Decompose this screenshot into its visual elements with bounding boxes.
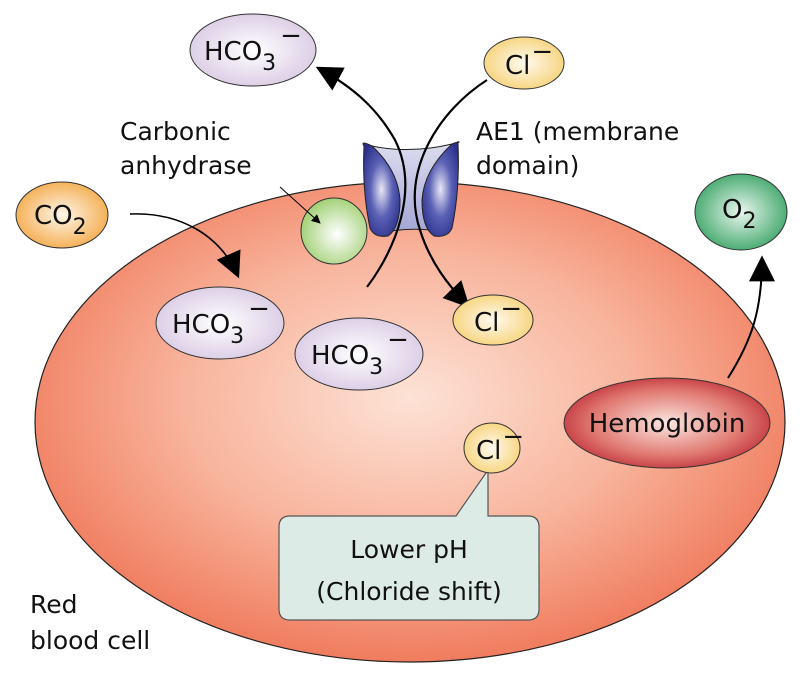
bicarbonate-inside-1: HCO3− xyxy=(155,286,285,360)
chloride-inside-2-sup: − xyxy=(502,422,524,452)
bicarbonate-outside: HCO3− xyxy=(189,13,317,87)
chloride-outside: Cl− xyxy=(483,36,565,90)
svg-text:HCO3−: HCO3− xyxy=(204,21,302,76)
bicarbonate-outside-sup: − xyxy=(280,21,302,51)
svg-text:HCO3−: HCO3− xyxy=(311,325,409,380)
carbonic-anhydrase-label-line-2: anhydrase xyxy=(120,151,252,180)
bicarbonate-outside-base: HCO xyxy=(204,37,262,67)
arrow-bicarbonate-export xyxy=(315,66,407,288)
bicarbonate-inside-2-sup: − xyxy=(387,325,409,355)
hemoglobin: Hemoglobin xyxy=(563,377,771,469)
o2-sub: 2 xyxy=(742,209,756,234)
svg-text:Cl−: Cl− xyxy=(505,37,553,81)
bicarbonate-inside-1-sub: 3 xyxy=(230,324,244,349)
bicarbonate-inside-1-base: HCO xyxy=(172,310,230,340)
chloride-outside-sup: − xyxy=(531,37,553,67)
transporter-right-lobe xyxy=(421,141,460,237)
carbon-dioxide: CO2 xyxy=(15,181,109,249)
bicarbonate-inside-2: HCO3− xyxy=(294,317,424,391)
svg-text:HCO3−: HCO3− xyxy=(172,294,270,349)
co2-sub: 2 xyxy=(73,215,87,240)
arrow-chloride-import xyxy=(413,79,488,308)
co2-base: CO xyxy=(34,201,73,231)
hemoglobin-label: Hemoglobin xyxy=(589,409,746,439)
ae1-label-line-2: domain) xyxy=(476,151,579,180)
ae1-label-line-1: AE1 (membrane xyxy=(476,117,679,146)
chloride-inside-1-sup: − xyxy=(500,294,522,324)
bicarbonate-outside-sub: 3 xyxy=(262,51,276,76)
svg-text:O2: O2 xyxy=(722,195,756,234)
bicarbonate-inside-2-sub: 3 xyxy=(369,355,383,380)
red-blood-cell-label-line-1: Red xyxy=(30,590,78,619)
arrow-co2-to-bicarbonate xyxy=(129,213,241,279)
arrow-hemoglobin-to-o2 xyxy=(727,255,775,379)
chloride-inside-2-base: Cl xyxy=(476,436,501,466)
arrow-carbonic-anhydrase-pointer xyxy=(279,186,321,224)
chloride-inside-1: Cl− xyxy=(452,294,534,346)
bicarbonate-inside-2-base: HCO xyxy=(311,341,369,371)
chloride-shift-callout: Lower pH (Chloride shift) xyxy=(278,468,540,621)
chloride-outside-base: Cl xyxy=(505,51,530,81)
ae1-transporter xyxy=(362,141,460,237)
svg-text:Cl−: Cl− xyxy=(476,422,524,466)
svg-text:Cl−: Cl− xyxy=(474,294,522,338)
red-blood-cell-label-line-2: blood cell xyxy=(30,626,150,655)
bicarbonate-inside-1-sup: − xyxy=(248,294,270,324)
callout-box xyxy=(278,468,540,621)
svg-text:CO2: CO2 xyxy=(34,201,87,240)
carbonic-anhydrase-enzyme xyxy=(300,197,368,265)
callout-line-2: (Chloride shift) xyxy=(316,577,501,606)
chloride-inside-1-base: Cl xyxy=(474,308,499,338)
callout-line-1: Lower pH xyxy=(350,535,468,564)
carbonic-anhydrase-label-line-1: Carbonic xyxy=(120,117,231,146)
transporter-left-lobe xyxy=(362,142,401,237)
o2-base: O xyxy=(722,195,742,225)
oxygen: O2 xyxy=(694,173,788,251)
chloride-inside-2: Cl− xyxy=(463,422,524,474)
